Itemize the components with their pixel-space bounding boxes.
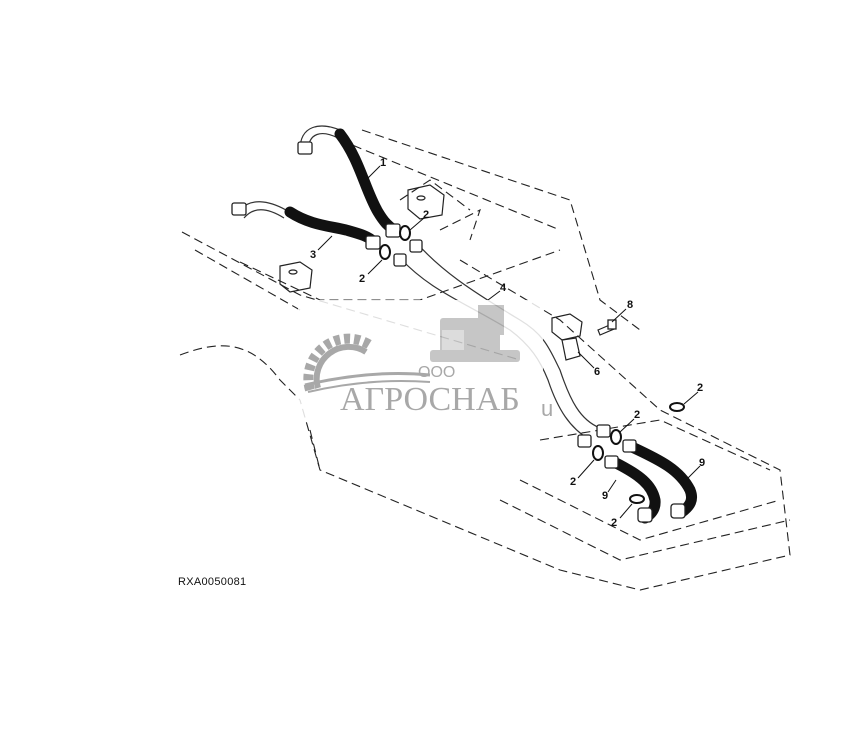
callout-2: 2 xyxy=(634,409,640,421)
callout-2: 2 xyxy=(697,382,703,394)
callout-labels: 1 2 3 2 4 8 6 2 2 9 2 9 2 xyxy=(310,157,705,529)
hose-1 xyxy=(334,128,400,236)
hose-9-right xyxy=(626,441,698,518)
callout-4: 4 xyxy=(500,282,507,294)
hose-3 xyxy=(284,206,380,248)
callout-2: 2 xyxy=(359,273,365,285)
callout-8: 8 xyxy=(627,299,633,311)
fittings xyxy=(231,141,686,523)
figure-id-label: RXA0050081 xyxy=(178,576,247,588)
watermark-prefix: ООО xyxy=(418,364,455,381)
callout-2: 2 xyxy=(423,209,429,221)
watermark-name: АГРОСНАБ xyxy=(340,381,520,418)
callout-2: 2 xyxy=(570,476,576,488)
watermark-suffix: u xyxy=(541,396,553,421)
gear-icon xyxy=(303,333,373,392)
callout-1: 1 xyxy=(380,157,386,169)
callout-9: 9 xyxy=(699,457,705,469)
leader-lines xyxy=(317,165,701,519)
callout-9: 9 xyxy=(602,490,608,502)
watermark: ООО АГРОСНАБ u xyxy=(298,300,553,421)
callout-2: 2 xyxy=(611,517,617,529)
o-rings xyxy=(379,225,685,504)
callout-6: 6 xyxy=(594,366,600,378)
chassis-outline xyxy=(179,129,791,591)
combine-harvester-icon xyxy=(430,305,520,362)
callout-3: 3 xyxy=(310,249,316,261)
